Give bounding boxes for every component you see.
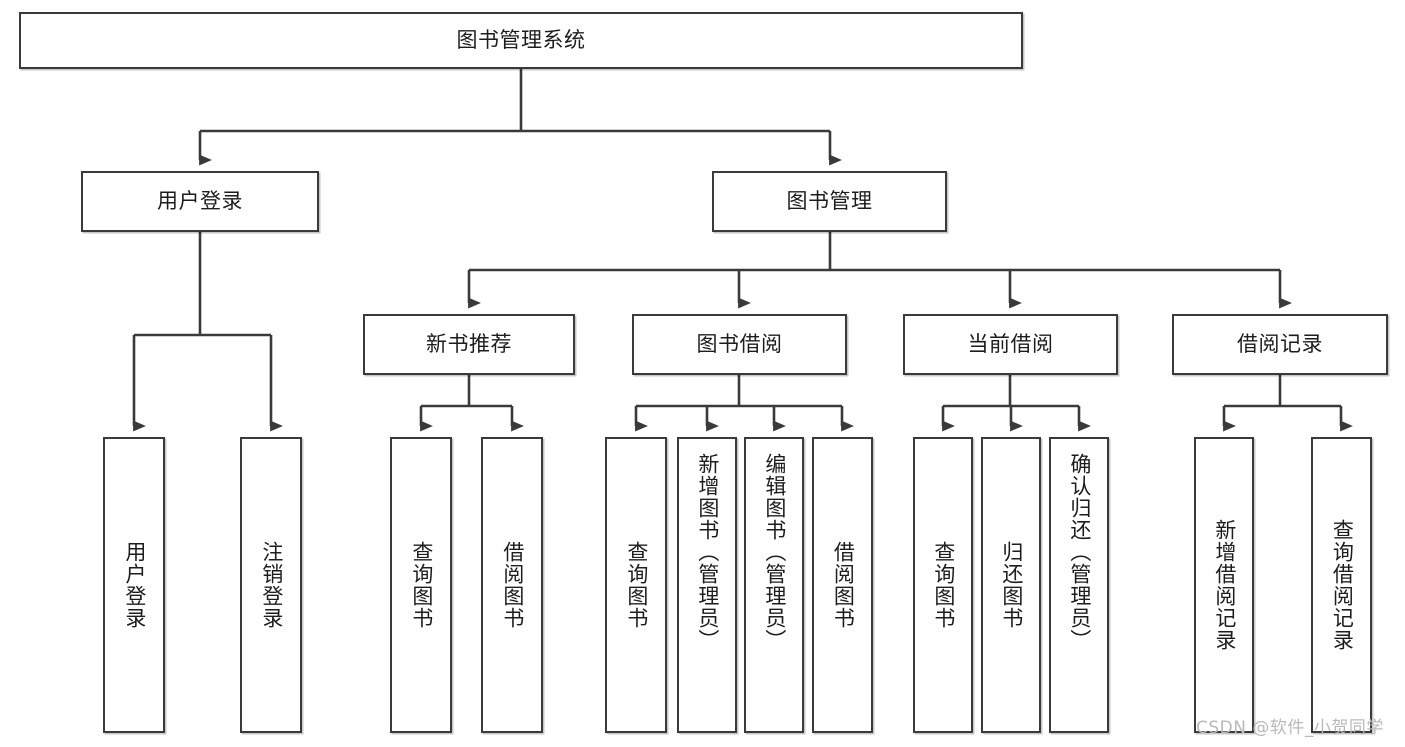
- node-new-book-recommend[interactable]: 新书推荐: [363, 314, 575, 375]
- node-leaf-query-book-2-label: 查询图书: [624, 541, 649, 629]
- node-book-borrow[interactable]: 图书借阅: [632, 314, 847, 375]
- node-leaf-borrow-book-1[interactable]: 借阅图书: [481, 437, 543, 733]
- node-current-borrow-label: 当前借阅: [967, 332, 1054, 357]
- node-leaf-logout-label: 注销登录: [259, 541, 284, 629]
- node-new-book-recommend-label: 新书推荐: [426, 332, 512, 357]
- node-root[interactable]: 图书管理系统: [19, 12, 1023, 69]
- node-current-borrow[interactable]: 当前借阅: [903, 314, 1118, 375]
- node-leaf-borrow-book-1-label: 借阅图书: [500, 541, 525, 629]
- node-leaf-query-book-3[interactable]: 查询图书: [913, 437, 973, 733]
- node-leaf-user-login-label: 用户登录: [122, 541, 147, 629]
- node-book-manage-label: 图书管理: [786, 189, 873, 214]
- node-leaf-borrow-book-2-label: 借阅图书: [831, 541, 856, 629]
- node-leaf-query-book-1[interactable]: 查询图书: [390, 437, 452, 733]
- node-leaf-user-login[interactable]: 用户登录: [103, 437, 165, 733]
- node-leaf-query-record[interactable]: 查询借阅记录: [1311, 437, 1372, 733]
- node-root-label: 图书管理系统: [456, 28, 586, 53]
- node-leaf-add-book[interactable]: 新增图书（管理员）: [677, 437, 737, 733]
- node-leaf-query-book-1-label: 查询图书: [409, 541, 434, 629]
- node-leaf-edit-book-label: 编辑图书（管理员）: [762, 453, 787, 651]
- node-user-login[interactable]: 用户登录: [81, 171, 319, 232]
- node-leaf-add-record[interactable]: 新增借阅记录: [1194, 437, 1254, 733]
- node-book-manage[interactable]: 图书管理: [712, 171, 947, 232]
- node-leaf-return-book[interactable]: 归还图书: [981, 437, 1041, 733]
- node-leaf-logout[interactable]: 注销登录: [240, 437, 302, 733]
- node-leaf-query-record-label: 查询借阅记录: [1330, 519, 1355, 651]
- node-leaf-borrow-book-2[interactable]: 借阅图书: [812, 437, 873, 733]
- node-borrow-record[interactable]: 借阅记录: [1172, 314, 1388, 375]
- watermark-text: CSDN @软件_小贺同学: [1196, 718, 1384, 738]
- node-leaf-confirm-return[interactable]: 确认归还（管理员）: [1049, 437, 1109, 733]
- node-book-borrow-label: 图书借阅: [696, 332, 783, 357]
- node-user-login-label: 用户登录: [157, 189, 243, 214]
- node-leaf-add-record-label: 新增借阅记录: [1212, 519, 1237, 651]
- node-leaf-confirm-return-label: 确认归还（管理员）: [1067, 453, 1092, 651]
- node-leaf-edit-book[interactable]: 编辑图书（管理员）: [744, 437, 804, 733]
- node-leaf-query-book-2[interactable]: 查询图书: [605, 437, 667, 733]
- node-leaf-add-book-label: 新增图书（管理员）: [695, 453, 720, 651]
- node-leaf-query-book-3-label: 查询图书: [931, 541, 956, 629]
- node-leaf-return-book-label: 归还图书: [999, 541, 1024, 629]
- node-borrow-record-label: 借阅记录: [1237, 332, 1323, 357]
